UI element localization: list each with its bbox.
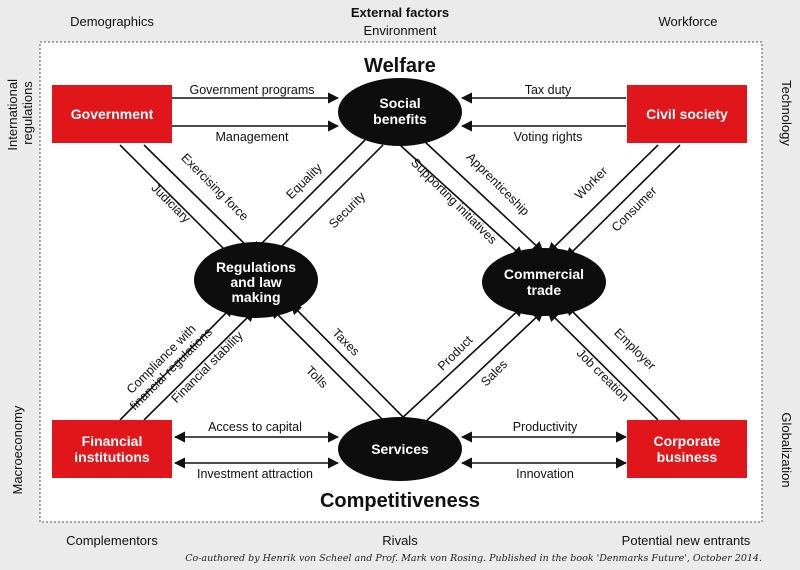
arrow-compliance: [119, 305, 234, 421]
credit-line: Co-authored by Henrik von Scheel and Pro…: [185, 553, 762, 564]
competitiveness-heading: Competitiveness: [320, 490, 480, 512]
arrow-job-creation: [547, 310, 659, 421]
label-voting-rights: Voting rights: [514, 130, 583, 144]
external-potential-new-entrants: Potential new entrants: [622, 533, 751, 548]
arrow-apprenticeship: [422, 139, 544, 253]
external-rivals: Rivals: [382, 533, 418, 548]
external-demographics: Demographics: [70, 14, 154, 29]
label-government-programs: Government programs: [189, 83, 314, 97]
arrow-tolls: [270, 307, 384, 421]
node-civil-society: [627, 85, 747, 143]
arrow-employer: [565, 304, 681, 421]
arrow-consumer: [565, 144, 681, 259]
external-complementors: Complementors: [66, 533, 158, 548]
node-civil-society-label: Civil society: [646, 106, 728, 122]
node-financial-institutions: [52, 420, 172, 478]
external-factors-title: External factors: [351, 5, 449, 20]
external-environment: Environment: [364, 23, 437, 38]
external-macroeconomy: Macroeconomy: [10, 405, 25, 494]
node-government-label: Government: [71, 106, 154, 122]
label-investment-attraction: Investment attraction: [197, 467, 313, 481]
arrow-exercising-force: [143, 144, 255, 254]
arrow-worker: [547, 144, 659, 254]
node-government: [52, 85, 172, 143]
external-workforce: Workforce: [659, 14, 718, 29]
label-productivity: Productivity: [513, 420, 578, 434]
label-access-to-capital: Access to capital: [208, 420, 302, 434]
node-services-label: Services: [371, 441, 429, 457]
node-corporate-business: [627, 420, 747, 478]
arrow-financial-stability: [143, 310, 255, 421]
node-services: [338, 417, 462, 481]
arrow-supporting-initiatives: [399, 144, 524, 258]
node-social-benefits: [338, 78, 462, 146]
label-innovation: Innovation: [516, 467, 574, 481]
arrow-judiciary: [119, 144, 234, 259]
external-international-regulations: International regulations: [5, 75, 35, 150]
node-regulations: [194, 242, 318, 318]
node-commercial-trade: [482, 248, 606, 316]
label-tax-duty: Tax duty: [525, 83, 572, 97]
external-technology: Technology: [779, 80, 794, 146]
label-management: Management: [216, 130, 289, 144]
arrow-equality: [252, 139, 366, 253]
arrow-sales: [421, 310, 544, 426]
arrow-product: [399, 305, 524, 421]
arrow-taxes: [290, 303, 407, 421]
external-globalization: Globalization: [779, 412, 794, 487]
arrow-layer: [119, 92, 681, 469]
arrow-security: [270, 144, 384, 258]
welfare-heading: Welfare: [364, 55, 436, 77]
